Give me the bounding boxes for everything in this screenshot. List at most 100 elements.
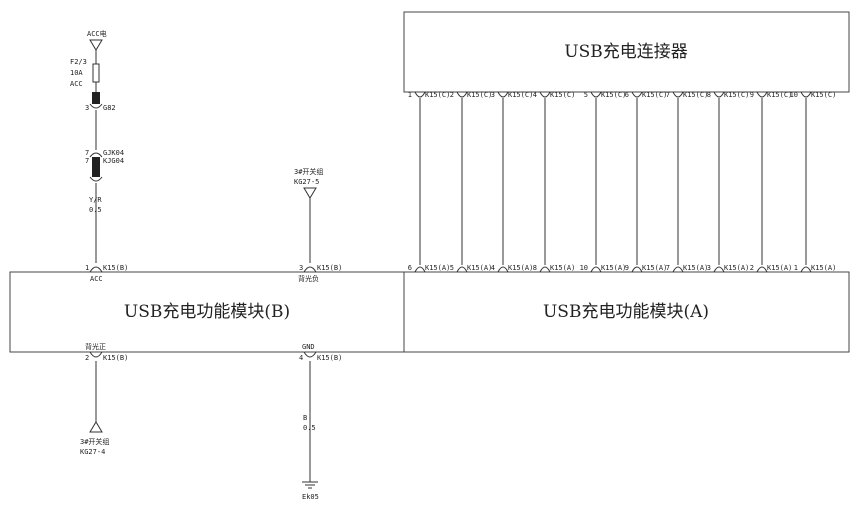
acc-feed-circuit: ACC电 F2/3 10A ACC 3 G82 7 7 GJK04 KJG04 … [70,29,128,283]
fuse-circuit: ACC [70,80,83,88]
usb-wire-bottom-pin-icon [590,266,602,273]
backlight-negative-circuit: 3#开关组 KG27-5 3 K15(B) 背光负 [294,167,342,283]
usb-wire-top-pin: 9 [750,91,754,99]
usb-wire-bottom-pin-icon [800,266,812,273]
backlight-pos-pin-icon [89,351,103,358]
usb-wire-bottom-pin-icon [631,266,643,273]
backlight-pos-dest-label: 3#开关组 [80,437,109,446]
usb-wire-bottom-connector: K15(A) [467,264,492,272]
usb-wire-bottom-connector: K15(A) [425,264,450,272]
usb-wire-bottom-connector: K15(A) [767,264,792,272]
fuse-icon [92,63,100,83]
backlight-pos-module-pin: 2 [85,354,89,362]
usb-wire-top-connector: K15(C) [683,91,708,99]
usb-wire-top-pin: 1 [408,91,412,99]
acc-module-connector: K15(B) [103,264,128,272]
usb-wire-top-pin-icon [631,91,643,98]
usb-wire-bottom-pin: 1 [794,264,798,272]
usb-wire-top-connector: K15(C) [724,91,749,99]
backlight-neg-source-label: 3#开关组 [294,167,323,176]
usb-wire-top-pin-icon [672,91,684,98]
acc-source-label: ACC电 [87,29,107,38]
backlight-neg-pin-icon [303,266,317,273]
ground-signal: GND [302,343,315,351]
usb-wire-bottom-connector: K15(A) [724,264,749,272]
usb-wire-top-pin-icon [414,91,426,98]
usb-wire-bottom-connector: K15(A) [642,264,667,272]
ground-id: Ek05 [302,493,319,501]
usb-wire: 6 K15(C) 9 K15(A) [625,91,667,273]
ground-module-pin: 4 [299,354,303,362]
ground-wire-size: 0.5 [303,424,316,432]
connector-pin-a: 7 [85,149,89,157]
connector-id-a: GJK04 [103,149,124,157]
acc-module-signal: ACC [90,275,103,283]
ground-module-connector: K15(B) [317,354,342,362]
usb-wire-top-pin-icon [800,91,812,98]
acc-wire-color: Y/R [89,196,102,204]
usb-wire-top-pin-icon [539,91,551,98]
ground-pin-icon [303,351,317,358]
usb-wire-top-connector: K15(C) [425,91,450,99]
backlight-neg-signal: 背光负 [298,274,319,283]
usb-module-b: USB充电功能模块(B) [9,271,405,353]
usb-wire-top-connector: K15(C) [601,91,626,99]
fuse-id: F2/3 [70,58,87,66]
acc-module-pin: 1 [85,264,89,272]
usb-wire-top-pin: 6 [625,91,629,99]
usb-wire-bottom-pin: 10 [580,264,588,272]
usb-wire-bottom-pin-icon [497,266,509,273]
backlight-neg-module-pin: 3 [299,264,303,272]
usb-wire-bottom-pin: 6 [408,264,412,272]
backlight-pos-signal: 背光正 [85,342,106,351]
acc-wire-size: 0.5 [89,206,102,214]
junction-pin: 3 [85,104,89,112]
usb-wire-bottom-pin: 5 [450,264,454,272]
backlight-pos-arrow-icon [89,421,103,433]
connector-box-label: USB充电连接器 [564,42,687,62]
acc-source-arrow-icon [89,39,103,51]
usb-wire-top-connector: K15(C) [508,91,533,99]
inline-connector-lower-icon [89,176,103,182]
usb-wire-bottom-pin-icon [672,266,684,273]
ground-circuit: GND 4 K15(B) B 0.5 Ek05 [299,343,342,501]
usb-wire-bottom-pin: 7 [666,264,670,272]
usb-charging-connector: USB充电连接器 [403,11,850,93]
backlight-positive-circuit: 背光正 2 K15(B) 3#开关组 KG27-4 [80,342,128,456]
usb-module-a: USB充电功能模块(A) [403,271,850,353]
usb-wire-bottom-connector: K15(A) [811,264,836,272]
usb-wire-bottom-connector: K15(A) [550,264,575,272]
usb-wire-top-pin-icon [497,91,509,98]
backlight-pos-dest-pin: KG27-4 [80,448,105,456]
usb-wire-top-pin-icon [713,91,725,98]
inline-connector-upper-icon [89,152,103,158]
usb-wire-bottom-pin-icon [713,266,725,273]
usb-wire-top-pin: 5 [584,91,588,99]
connector-pin-b: 7 [85,157,89,165]
usb-wire-top-pin: 3 [491,91,495,99]
usb-wire-bottom-connector: K15(A) [508,264,533,272]
usb-wire-top-pin-icon [756,91,768,98]
fuse-rating: 10A [70,69,83,77]
ground-symbol-icon [302,481,318,489]
usb-wire-top-connector: K15(C) [550,91,575,99]
ground-wire-color: B [303,414,307,422]
backlight-neg-source-pin: KG27-5 [294,178,319,186]
junction-block-icon [92,92,100,104]
usb-wire-bottom-pin: 9 [625,264,629,272]
usb-wire-bottom-pin: 3 [707,264,711,272]
junction-pin-icon [89,103,103,109]
module-a-label: USB充电功能模块(A) [543,302,709,322]
usb-wire-top-connector: K15(C) [811,91,836,99]
usb-wire-top-connector: K15(C) [642,91,667,99]
acc-module-pin-icon [89,266,103,273]
